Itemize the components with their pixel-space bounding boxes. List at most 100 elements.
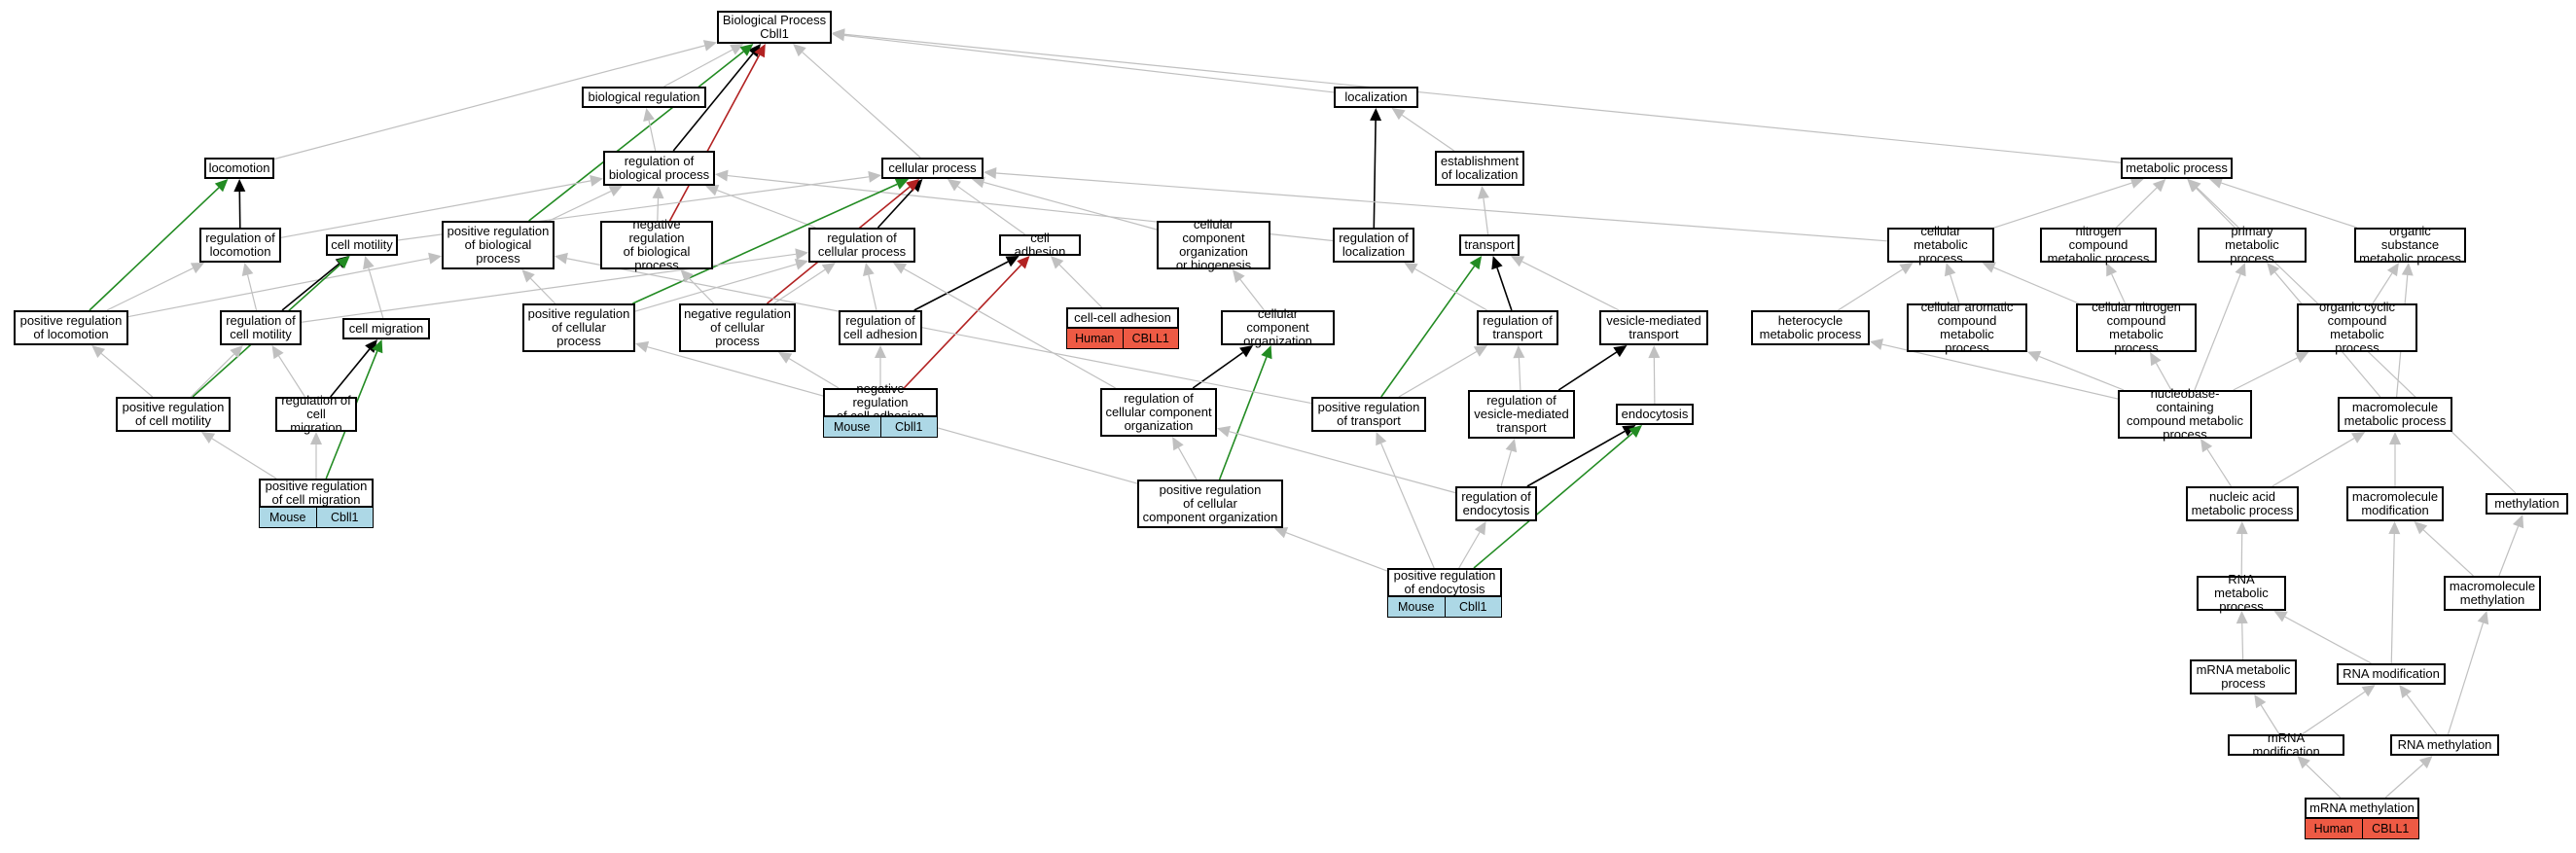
go-term-prlocom[interactable]: positive regulation of locomotion: [14, 310, 128, 345]
edge-nrbp-to-bp: [668, 54, 761, 222]
go-term-rendo[interactable]: regulation of endocytosis: [1455, 486, 1537, 521]
arrowhead-prcmot-to-cmot: [337, 256, 350, 269]
go-term-rnamp[interactable]: RNA metabolic process: [2197, 573, 2286, 614]
edge-osmp-to-mp: [2221, 182, 2358, 229]
arrowhead-cmet-to-mp: [2129, 177, 2144, 189]
arrowhead-rvmt-to-vmt: [1613, 345, 1628, 358]
go-term-nrcadh[interactable]: negative regulation of cell adhesion: [823, 382, 938, 423]
edge-rnameth-to-mmeth: [2447, 622, 2485, 735]
go-term-cmot[interactable]: cell motility: [326, 234, 398, 256]
arrowhead-nccmp-to-cncmp: [2150, 352, 2162, 367]
go-term-nrbp[interactable]: negative regulation of biological proces…: [600, 218, 713, 272]
go-term-rlocom[interactable]: regulation of locomotion: [199, 228, 281, 263]
go-term-mrnameth[interactable]: mRNA methylation: [2305, 798, 2419, 819]
go-term-breg[interactable]: biological regulation: [582, 87, 706, 108]
arrowhead-prendo-to-endo: [1628, 425, 1643, 438]
go-term-rtrans[interactable]: regulation of transport: [1477, 310, 1558, 345]
go-term-prcp[interactable]: positive regulation of cellular process: [522, 303, 635, 352]
go-term-osmp[interactable]: organic substance metabolic process: [2354, 225, 2466, 266]
edge-rcadh-to-cadh: [913, 261, 1009, 311]
go-term-mp[interactable]: metabolic process: [2121, 158, 2233, 179]
arrowhead-nrcadh-to-rcadh: [875, 345, 886, 358]
arrowhead-mrnamp-to-rnamp: [2236, 611, 2248, 624]
go-term-rcadh[interactable]: regulation of cell adhesion: [839, 310, 922, 345]
edge-mp-to-bp: [843, 33, 2122, 163]
go-term-vmt[interactable]: vesicle-mediated transport: [1599, 310, 1708, 345]
go-term-meth[interactable]: methylation: [2486, 493, 2568, 515]
edge-rendo-to-rvmt: [1500, 450, 1512, 487]
go-term-ccob[interactable]: cellular component organization or bioge…: [1157, 218, 1270, 272]
gene-tag: CBLL1: [1122, 329, 1178, 348]
arrowhead-cncmp-to-ncmp: [2106, 263, 2118, 277]
arrowhead-namp-to-mmp: [2351, 432, 2366, 444]
go-term-prcmot[interactable]: positive regulation of cell motility: [116, 397, 231, 432]
arrowhead-rbp-to-breg: [643, 108, 655, 122]
arrowhead-cmig-to-cmot: [363, 256, 375, 270]
edge-prcmot-to-prlocom: [100, 352, 154, 398]
arrowhead-vmt-to-transport: [1510, 256, 1525, 267]
edge-rcmot-to-rcp: [301, 253, 797, 323]
go-term-cco[interactable]: cellular component organization: [1221, 307, 1335, 348]
go-term-cadh[interactable]: cell adhesion: [999, 231, 1081, 259]
go-term-rcp[interactable]: regulation of cellular process: [808, 228, 915, 263]
go-term-rcmot[interactable]: regulation of cell motility: [220, 310, 302, 345]
go-term-prendo[interactable]: positive regulation of endocytosis: [1387, 568, 1502, 597]
arrowhead-cncmp-to-cmet: [1982, 262, 1996, 273]
arrowhead-ccob-to-cp: [971, 176, 985, 189]
go-term-cacmp[interactable]: cellular aromatic compound metabolic pro…: [1907, 301, 2027, 355]
go-term-rbp[interactable]: regulation of biological process: [603, 151, 715, 186]
edge-prtrans-to-transport: [1380, 266, 1476, 398]
edge-hmp-to-cmet: [1838, 268, 1903, 311]
go-term-rnamod[interactable]: RNA modification: [2337, 663, 2446, 685]
go-term-prcmig[interactable]: positive regulation of cell migration: [259, 479, 374, 508]
go-term-rcco[interactable]: regulation of cellular component organiz…: [1100, 388, 1217, 437]
go-term-occmp[interactable]: organic cyclic compound metabolic proces…: [2297, 301, 2417, 355]
go-term-cmig[interactable]: cell migration: [342, 318, 430, 339]
edge-mrnameth-to-mrnamod: [2306, 764, 2342, 799]
arrowhead-mmeth-to-mmod: [2414, 521, 2428, 535]
go-term-ccadh[interactable]: cell-cell adhesion: [1066, 307, 1179, 329]
go-term-cmet[interactable]: cellular metabolic process: [1887, 225, 1994, 266]
arrowhead-locom-to-bp: [702, 40, 717, 52]
arrowhead-rcmot-to-rlocom: [241, 263, 254, 277]
arrowhead-rnamp-to-namp: [2236, 521, 2248, 535]
edge-rnamod-to-mmod: [2390, 533, 2395, 664]
species-tag: Mouse: [1388, 597, 1445, 617]
go-term-prcco[interactable]: positive regulation of cellular componen…: [1137, 480, 1283, 528]
go-term-mrnamod[interactable]: mRNA modification: [2228, 731, 2344, 759]
arrowhead-nrcp-to-cp: [906, 179, 920, 192]
go-term-nrcp[interactable]: negative regulation of cellular process: [679, 303, 796, 352]
go-term-estloc[interactable]: establishment of localization: [1435, 151, 1524, 186]
go-term-mmod[interactable]: macromolecule modification: [2346, 486, 2444, 521]
go-term-ncmp[interactable]: nitrogen compound metabolic process: [2040, 225, 2157, 266]
arrowhead-mmp-to-pmp: [2267, 263, 2280, 276]
arrowhead-rcp-to-rbp: [705, 184, 720, 196]
edge-nccmp-to-hmp: [1881, 343, 2119, 400]
go-term-mmp[interactable]: macromolecule metabolic process: [2338, 397, 2452, 432]
go-term-pmp[interactable]: primary metabolic process: [2198, 225, 2307, 266]
go-term-hmp[interactable]: heterocycle metabolic process: [1751, 310, 1870, 345]
go-term-namp[interactable]: nucleic acid metabolic process: [2186, 486, 2299, 521]
arrowhead-rloc-to-rbp: [715, 169, 729, 182]
go-term-transport[interactable]: transport: [1459, 234, 1520, 256]
go-term-loc[interactable]: localization: [1334, 87, 1418, 108]
go-term-cncmp[interactable]: cellular nitrogen compound metabolic pro…: [2076, 301, 2197, 355]
go-term-locom[interactable]: locomotion: [204, 158, 274, 179]
go-term-prtrans[interactable]: positive regulation of transport: [1311, 397, 1426, 432]
go-term-bp[interactable]: Biological Process Cbll1: [717, 11, 832, 44]
go-term-rloc[interactable]: regulation of localization: [1333, 228, 1414, 263]
go-term-rcmig[interactable]: regulation of cell migration: [275, 394, 357, 435]
go-term-cp[interactable]: cellular process: [881, 158, 984, 179]
arrowhead-prtrans-to-rtrans: [1473, 345, 1488, 357]
go-term-nccmp[interactable]: nucleobase-containing compound metabolic…: [2118, 387, 2252, 442]
go-term-prbp[interactable]: positive regulation of biological proces…: [442, 221, 555, 269]
go-term-mmeth[interactable]: macromolecule methylation: [2444, 576, 2541, 611]
edge-prcco-to-rcco: [1177, 447, 1198, 480]
go-term-mrnamp[interactable]: mRNA metabolic process: [2190, 659, 2297, 694]
arrowhead-ncmp-to-mp: [2152, 179, 2166, 193]
go-term-rnameth[interactable]: RNA methylation: [2390, 734, 2499, 756]
go-term-endo[interactable]: endocytosis: [1616, 404, 1694, 425]
arrowhead-nrbp-to-rbp: [652, 186, 664, 199]
go-term-rvmt[interactable]: regulation of vesicle-mediated transport: [1468, 390, 1575, 439]
